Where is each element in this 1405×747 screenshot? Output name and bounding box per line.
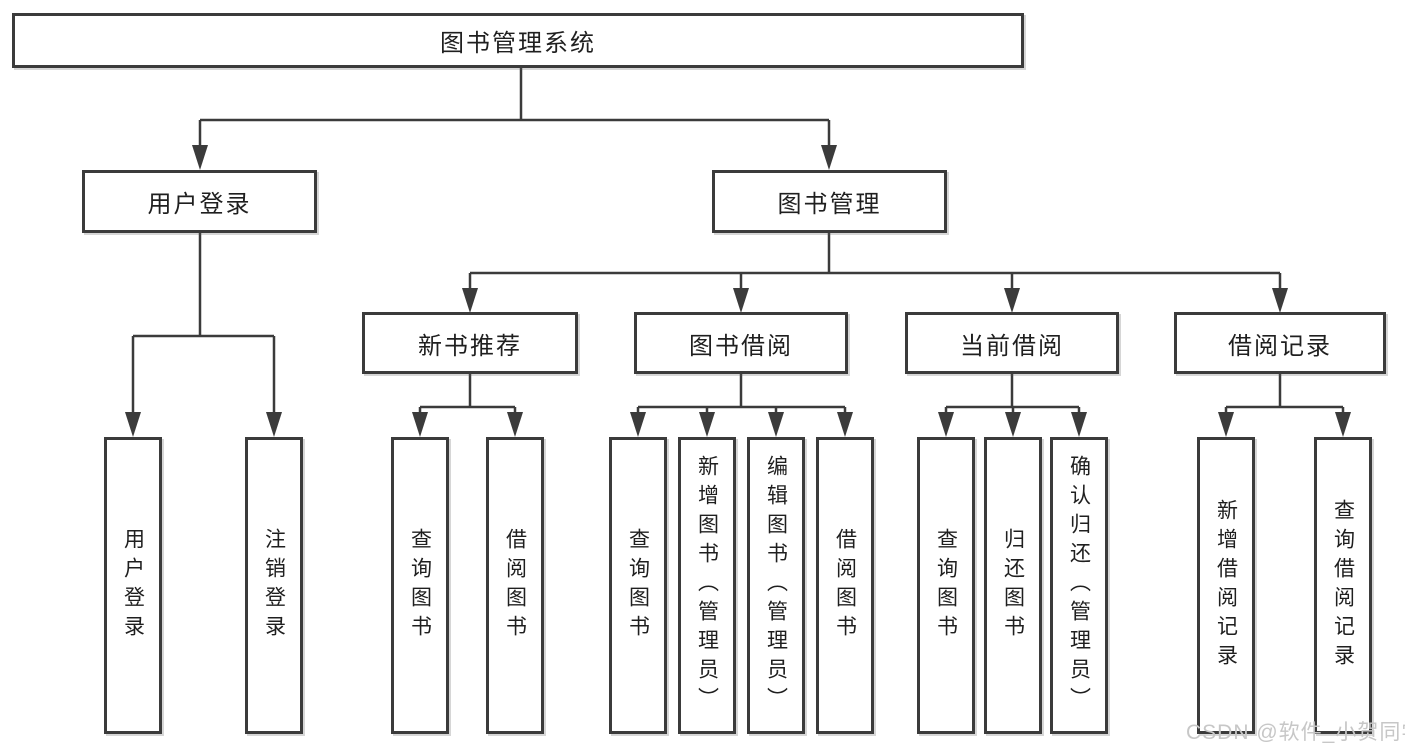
leaf-current-query-books-label: 查询图书 bbox=[934, 527, 958, 644]
node-root-system: 图书管理系统 bbox=[12, 13, 1024, 68]
leaf-edit-book-admin: 编辑图书（管理员） bbox=[747, 437, 805, 734]
leaf-logout: 注销登录 bbox=[245, 437, 303, 734]
leaf-edit-book-admin-label: 编辑图书（管理员） bbox=[764, 455, 788, 716]
leaf-borrow-query-books: 查询图书 bbox=[609, 437, 667, 734]
node-user-login-label: 用户登录 bbox=[147, 191, 252, 218]
node-book-management: 图书管理 bbox=[712, 170, 947, 233]
node-book-management-label: 图书管理 bbox=[777, 191, 882, 218]
leaf-return-book-label: 归还图书 bbox=[1001, 527, 1025, 644]
leaf-current-query-books: 查询图书 bbox=[917, 437, 975, 734]
leaf-borrow-query-books-label: 查询图书 bbox=[626, 527, 650, 644]
leaf-recommend-query-books: 查询图书 bbox=[391, 437, 449, 734]
leaf-logout-label: 注销登录 bbox=[262, 527, 286, 644]
node-user-login: 用户登录 bbox=[82, 170, 317, 233]
leaf-add-book-admin-label: 新增图书（管理员） bbox=[695, 455, 719, 716]
node-new-book-recommend: 新书推荐 bbox=[362, 312, 578, 374]
node-book-borrow-label: 图书借阅 bbox=[689, 332, 793, 360]
node-new-book-recommend-label: 新书推荐 bbox=[418, 332, 522, 360]
node-borrow-records: 借阅记录 bbox=[1174, 312, 1386, 374]
leaf-recommend-borrow-books-label: 借阅图书 bbox=[503, 527, 527, 644]
leaf-query-borrow-record: 查询借阅记录 bbox=[1314, 437, 1372, 734]
leaf-return-book: 归还图书 bbox=[984, 437, 1042, 734]
leaf-user-login-label: 用户登录 bbox=[121, 527, 145, 644]
leaf-recommend-query-books-label: 查询图书 bbox=[408, 527, 432, 644]
leaf-add-borrow-record-label: 新增借阅记录 bbox=[1214, 498, 1238, 673]
leaf-recommend-borrow-books: 借阅图书 bbox=[486, 437, 544, 734]
leaf-add-book-admin: 新增图书（管理员） bbox=[678, 437, 736, 734]
leaf-confirm-return-admin-label: 确认归还（管理员） bbox=[1067, 455, 1091, 716]
leaf-add-borrow-record: 新增借阅记录 bbox=[1197, 437, 1255, 734]
node-root-system-label: 图书管理系统 bbox=[440, 30, 596, 57]
leaf-confirm-return-admin: 确认归还（管理员） bbox=[1050, 437, 1108, 734]
node-book-borrow: 图书借阅 bbox=[634, 312, 848, 374]
leaf-query-borrow-record-label: 查询借阅记录 bbox=[1331, 498, 1355, 673]
node-current-borrow-label: 当前借阅 bbox=[960, 332, 1064, 360]
leaf-user-login: 用户登录 bbox=[104, 437, 162, 734]
leaf-borrow-books-label: 借阅图书 bbox=[833, 527, 857, 644]
csdn-watermark: CSDN @软件_小贺同学 bbox=[1186, 721, 1405, 744]
leaf-borrow-books: 借阅图书 bbox=[816, 437, 874, 734]
node-current-borrow: 当前借阅 bbox=[905, 312, 1119, 374]
node-borrow-records-label: 借阅记录 bbox=[1228, 332, 1332, 360]
